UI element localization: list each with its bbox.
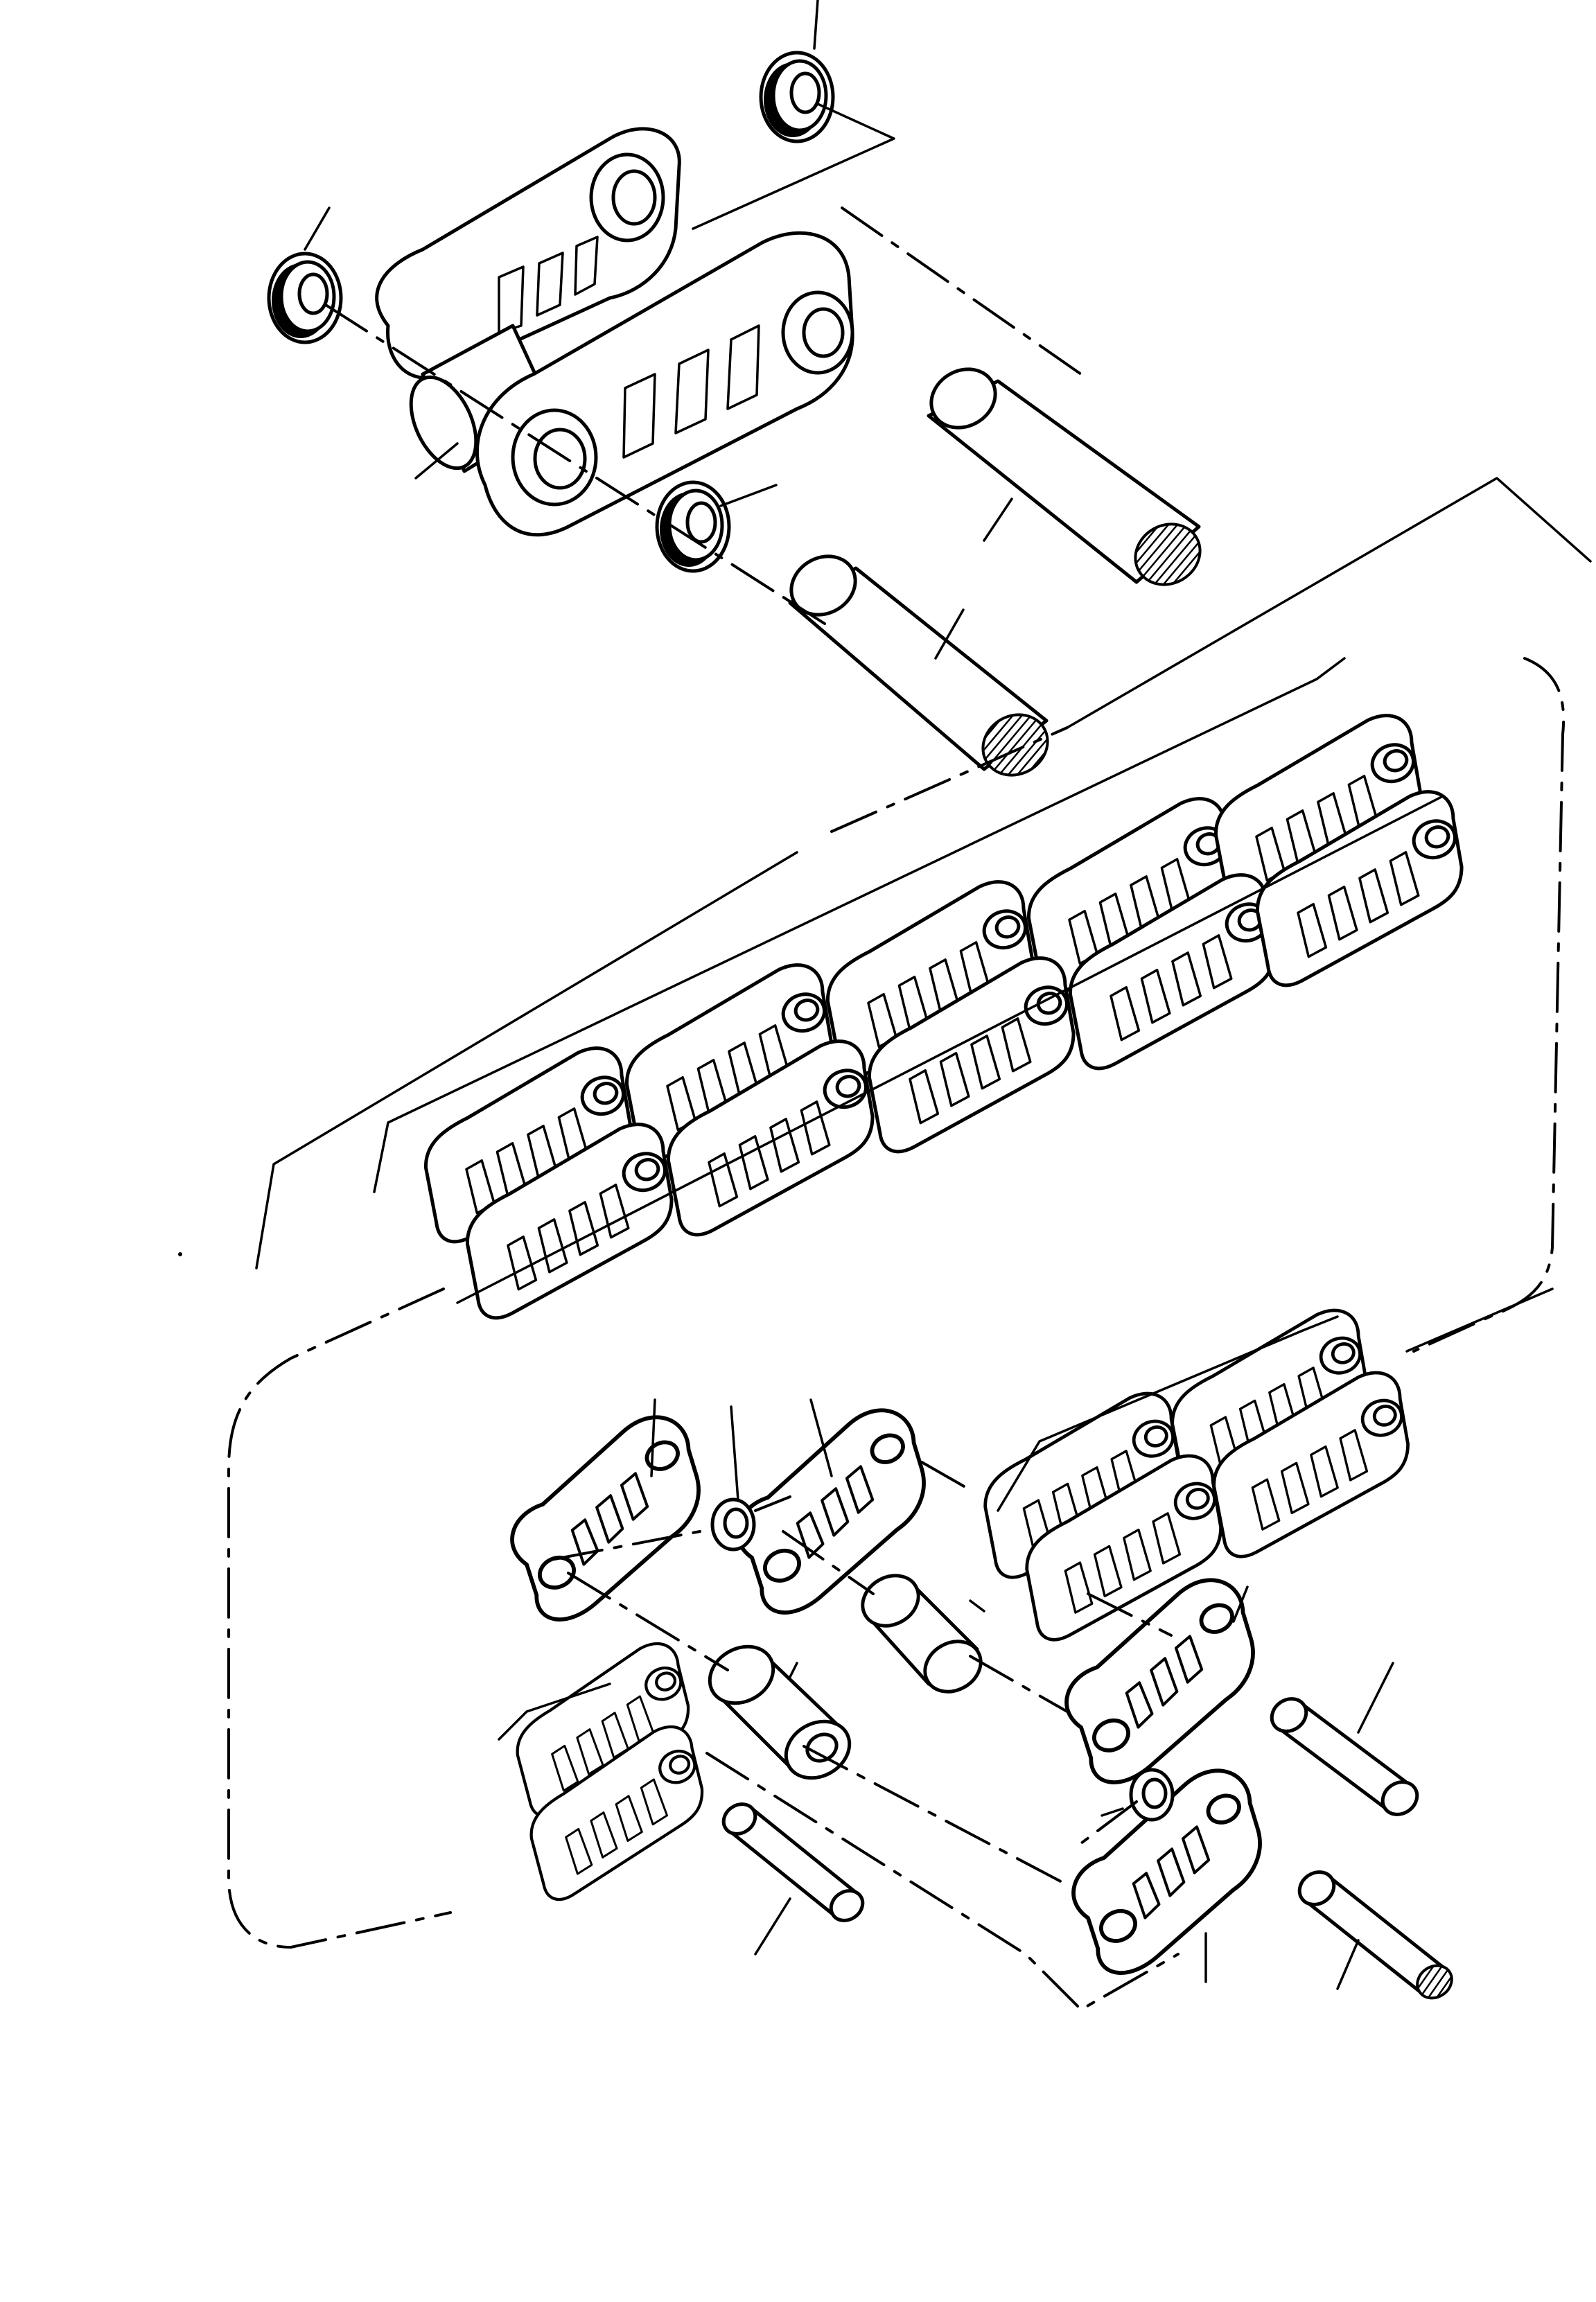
seal-icon: [657, 482, 729, 571]
seal-icon: [269, 254, 341, 342]
pin-icon: [1270, 1697, 1419, 1816]
bushing-icon: [708, 1644, 852, 1780]
pin-icon: [721, 1802, 865, 1922]
seal-icon: [710, 1497, 756, 1552]
seal-icon: [761, 53, 833, 141]
master-link-assembly: [269, 0, 1202, 777]
pin-icon: [788, 554, 1049, 777]
bushing-icon: [861, 1574, 983, 1694]
track-chain-icon: [373, 657, 1489, 1323]
pin-icon: [927, 367, 1202, 586]
lower-exploded-parts: [485, 1303, 1453, 2012]
pin-icon: [1297, 1870, 1453, 2000]
seal-icon: [1129, 1768, 1175, 1822]
link-icon: [485, 1406, 735, 1628]
